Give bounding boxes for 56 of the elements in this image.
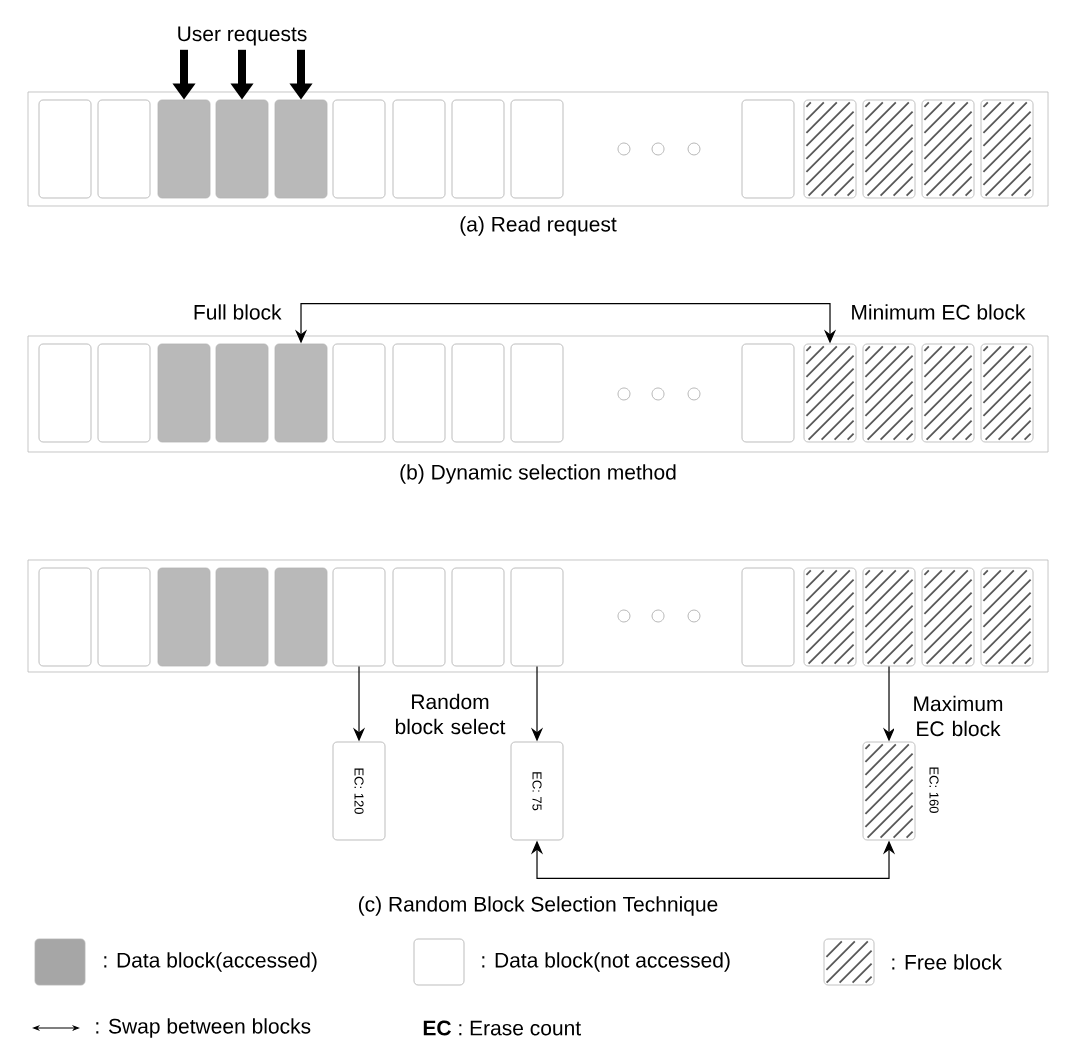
block [215, 99, 269, 199]
block-label: Full block [194, 304, 282, 320]
caption: (b) Dynamic selection method [400, 464, 676, 484]
legend-text: : Data block(not accessed) [482, 952, 730, 972]
legend-note: EC : Erase count [423, 1020, 581, 1036]
block [392, 567, 446, 667]
block [803, 567, 857, 667]
caption: (c) Random Block Selection Technique [358, 896, 718, 916]
block [97, 343, 151, 443]
block [97, 567, 151, 667]
block [980, 99, 1034, 199]
block [510, 567, 564, 667]
block [803, 343, 857, 443]
block [157, 99, 211, 199]
block [862, 567, 916, 667]
block [332, 99, 386, 199]
block [921, 99, 975, 199]
block [451, 343, 505, 443]
block [451, 99, 505, 199]
block [274, 567, 328, 667]
block [862, 343, 916, 443]
block [215, 567, 269, 667]
block [980, 343, 1034, 443]
block [392, 99, 446, 199]
block [510, 99, 564, 199]
block [38, 343, 92, 443]
block [274, 99, 328, 199]
block [332, 343, 386, 443]
block [741, 567, 795, 667]
block [803, 99, 857, 199]
block [215, 343, 269, 443]
block [741, 343, 795, 443]
block-label: Minimum EC block [852, 304, 1026, 320]
block [38, 567, 92, 667]
block [451, 567, 505, 667]
legend-text: : Swap between blocks [96, 1018, 311, 1038]
block [921, 343, 975, 443]
block [510, 343, 564, 443]
block [157, 343, 211, 443]
annotation: Random block select [395, 693, 506, 735]
block [157, 567, 211, 667]
legend-text: : Data block(accessed) [104, 952, 317, 972]
block [980, 567, 1034, 667]
block [38, 99, 92, 199]
block [862, 741, 916, 841]
request-label: User requests [178, 26, 307, 46]
block [741, 99, 795, 199]
block [97, 99, 151, 199]
legend-text: : Free block [892, 954, 1003, 970]
block [332, 567, 386, 667]
block [392, 343, 446, 443]
caption: (a) Read request [460, 216, 617, 236]
block [274, 343, 328, 443]
edge-label: Maximum EC block [914, 695, 1003, 737]
block [862, 99, 916, 199]
block [921, 567, 975, 667]
